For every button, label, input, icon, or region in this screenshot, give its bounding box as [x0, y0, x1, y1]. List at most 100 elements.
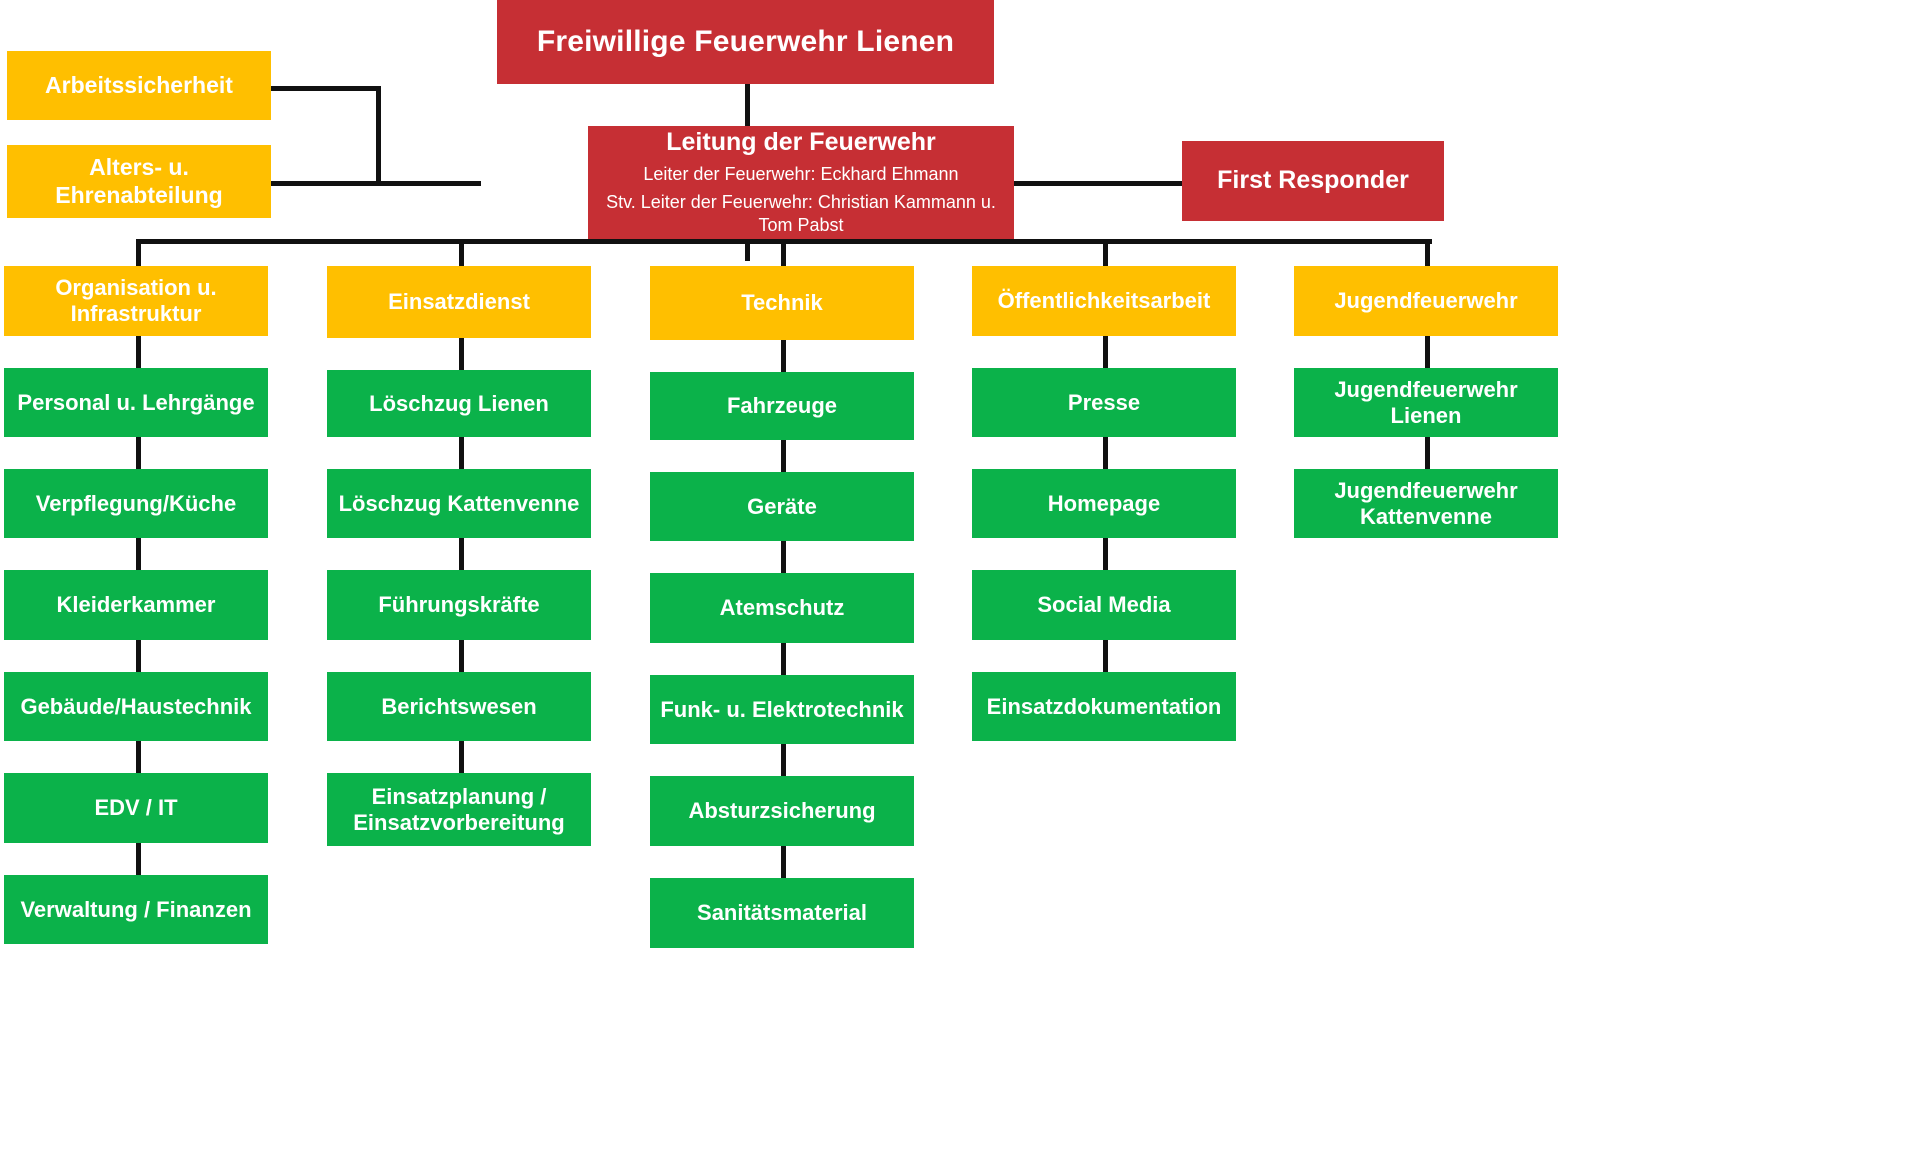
connector-col5-link-1 [1425, 336, 1430, 368]
leaf-node-verpflegung-kueche[interactable]: Verpflegung/Küche [4, 469, 268, 538]
leaf-node-einsatzdokumentation[interactable]: Einsatzdokumentation [972, 672, 1236, 741]
staff-label-first-responder: First Responder [1217, 166, 1409, 195]
connector-col2-link-2 [459, 437, 464, 469]
leadership-title-label: Leitung der Feuerwehr [666, 128, 936, 157]
leaf-label-1-5: EDV / IT [94, 795, 178, 821]
leaf-node-jugendfeuerwehr-lienen[interactable]: Jugendfeuerwehr Lienen [1294, 368, 1558, 437]
connector-col4-link-3 [1103, 538, 1108, 570]
department-header-einsatzdienst[interactable]: Einsatzdienst [327, 266, 591, 338]
leaf-label-2-5: Einsatzplanung / Einsatzvorbereitung [353, 783, 565, 835]
connector-drop-dept-3 [781, 239, 786, 266]
root-title-label: Freiwillige Feuerwehr Lienen [536, 25, 955, 59]
leaf-node-edv-it[interactable]: EDV / IT [4, 773, 268, 843]
connector-col1-link-5 [136, 741, 141, 773]
leaf-label-3-2: Geräte [747, 493, 817, 519]
leaf-node-homepage[interactable]: Homepage [972, 469, 1236, 538]
leaf-label-5-2: Jugendfeuerwehr Kattenvenne [1334, 477, 1518, 529]
leaf-node-kleiderkammer[interactable]: Kleiderkammer [4, 570, 268, 640]
leaf-label-4-2: Homepage [1047, 490, 1161, 516]
connector-col1-link-6 [136, 843, 141, 875]
department-label-1: Organisation u. Infrastruktur [55, 275, 217, 326]
connector-root-to-leadership [745, 84, 750, 126]
leaf-node-geraete[interactable]: Geräte [650, 472, 914, 541]
connector-col3-link-3 [781, 541, 786, 573]
connector-col1-link-3 [136, 538, 141, 570]
leadership-leader-label: Leiter der Feuerwehr: Eckhard Ehmann [643, 163, 959, 184]
connector-col3-link-2 [781, 440, 786, 472]
leaf-label-3-3: Atemschutz [719, 595, 845, 621]
connector-col4-link-2 [1103, 437, 1108, 469]
department-label-4: Öffentlichkeitsarbeit [997, 288, 1211, 314]
staff-node-alters-ehrenabteilung[interactable]: Alters- u. Ehrenabteilung [7, 145, 271, 218]
department-header-organisation-u-infrastruktur[interactable]: Organisation u. Infrastruktur [4, 266, 268, 336]
staff-label-arbeitssicherheit: Arbeitssicherheit [45, 71, 233, 98]
leaf-label-3-5: Absturzsicherung [688, 798, 876, 824]
staff-label-alters-ehrenabteilung: Alters- u. Ehrenabteilung [55, 154, 223, 208]
leaf-label-2-3: Führungskräfte [378, 592, 540, 618]
connector-drop-dept-2 [459, 239, 464, 266]
staff-node-first-responder[interactable]: First Responder [1182, 141, 1444, 221]
leaf-node-berichtswesen[interactable]: Berichtswesen [327, 672, 591, 741]
department-label-3: Technik [741, 290, 823, 316]
leaf-label-1-3: Kleiderkammer [56, 592, 216, 618]
leaf-node-loeschzug-kattenvenne[interactable]: Löschzug Kattenvenne [327, 469, 591, 538]
leaf-label-1-4: Gebäude/Haustechnik [20, 693, 252, 719]
department-label-5: Jugendfeuerwehr [1334, 288, 1518, 314]
department-header-jugendfeuerwehr[interactable]: Jugendfeuerwehr [1294, 266, 1558, 336]
leaf-node-presse[interactable]: Presse [972, 368, 1236, 437]
leaf-label-2-1: Löschzug Lienen [369, 390, 549, 416]
leaf-label-3-1: Fahrzeuge [726, 393, 838, 419]
leaf-label-4-1: Presse [1067, 389, 1141, 415]
leaf-node-absturzsicherung[interactable]: Absturzsicherung [650, 776, 914, 846]
connector-drop-dept-1 [136, 239, 141, 266]
connector-col3-link-6 [781, 846, 786, 878]
department-header-technik[interactable]: Technik [650, 266, 914, 340]
connector-col3-link-1 [781, 340, 786, 372]
department-label-2: Einsatzdienst [388, 289, 530, 315]
leaf-label-3-4: Funk- u. Elektrotechnik [660, 696, 904, 722]
leaf-node-sanitaetsmaterial[interactable]: Sanitätsmaterial [650, 878, 914, 948]
leaf-node-funk-u-elektrotechnik[interactable]: Funk- u. Elektrotechnik [650, 675, 914, 744]
leaf-label-2-2: Löschzug Kattenvenne [338, 490, 580, 516]
leadership-deputy-label: Stv. Leiter der Feuerwehr: Christian Kam… [606, 191, 996, 235]
leaf-label-4-4: Einsatzdokumentation [986, 693, 1222, 719]
connector-col4-link-4 [1103, 640, 1108, 672]
connector-arbeitssicherheit-horizontal [271, 86, 381, 91]
leaf-node-fuehrungskraefte[interactable]: Führungskräfte [327, 570, 591, 640]
leaf-label-1-6: Verwaltung / Finanzen [20, 896, 252, 922]
leaf-label-5-1: Jugendfeuerwehr Lienen [1334, 376, 1518, 428]
leaf-node-einsatzplanung-einsatzvorbereitung[interactable]: Einsatzplanung / Einsatzvorbereitung [327, 773, 591, 846]
connector-col1-link-2 [136, 437, 141, 469]
connector-col2-link-1 [459, 338, 464, 370]
root-node[interactable]: Freiwillige Feuerwehr Lienen [497, 0, 994, 84]
connector-col2-link-3 [459, 538, 464, 570]
connector-col5-link-2 [1425, 437, 1430, 469]
leaf-node-fahrzeuge[interactable]: Fahrzeuge [650, 372, 914, 440]
leaf-node-atemschutz[interactable]: Atemschutz [650, 573, 914, 643]
connector-col2-link-5 [459, 741, 464, 773]
connector-col3-link-4 [781, 643, 786, 675]
leaf-label-1-2: Verpflegung/Küche [35, 490, 237, 516]
leadership-node[interactable]: Leitung der Feuerwehr Leiter der Feuerwe… [588, 126, 1014, 239]
connector-col1-link-4 [136, 640, 141, 672]
leaf-node-personal-u-lehrgaenge[interactable]: Personal u. Lehrgänge [4, 368, 268, 437]
connector-left-staff-to-leadership [271, 181, 481, 186]
leaf-label-4-3: Social Media [1037, 592, 1171, 618]
leaf-node-verwaltung-finanzen[interactable]: Verwaltung / Finanzen [4, 875, 268, 944]
connector-leadership-to-first-responder [1014, 181, 1182, 186]
connector-drop-dept-4 [1103, 239, 1108, 266]
leaf-node-gebaeude-haustechnik[interactable]: Gebäude/Haustechnik [4, 672, 268, 741]
leaf-node-jugendfeuerwehr-kattenvenne[interactable]: Jugendfeuerwehr Kattenvenne [1294, 469, 1558, 538]
leaf-label-2-4: Berichtswesen [381, 693, 537, 719]
connector-drop-dept-5 [1425, 239, 1430, 266]
connector-col3-link-5 [781, 744, 786, 776]
leaf-label-1-1: Personal u. Lehrgänge [17, 389, 255, 415]
leaf-node-loeschzug-lienen[interactable]: Löschzug Lienen [327, 370, 591, 437]
leaf-node-social-media[interactable]: Social Media [972, 570, 1236, 640]
connector-arbeitssicherheit-vertical [376, 86, 381, 186]
staff-node-arbeitssicherheit[interactable]: Arbeitssicherheit [7, 51, 271, 120]
connector-col4-link-1 [1103, 336, 1108, 368]
leaf-label-3-6: Sanitätsmaterial [697, 900, 867, 926]
department-header-oeffentlichkeitsarbeit[interactable]: Öffentlichkeitsarbeit [972, 266, 1236, 336]
